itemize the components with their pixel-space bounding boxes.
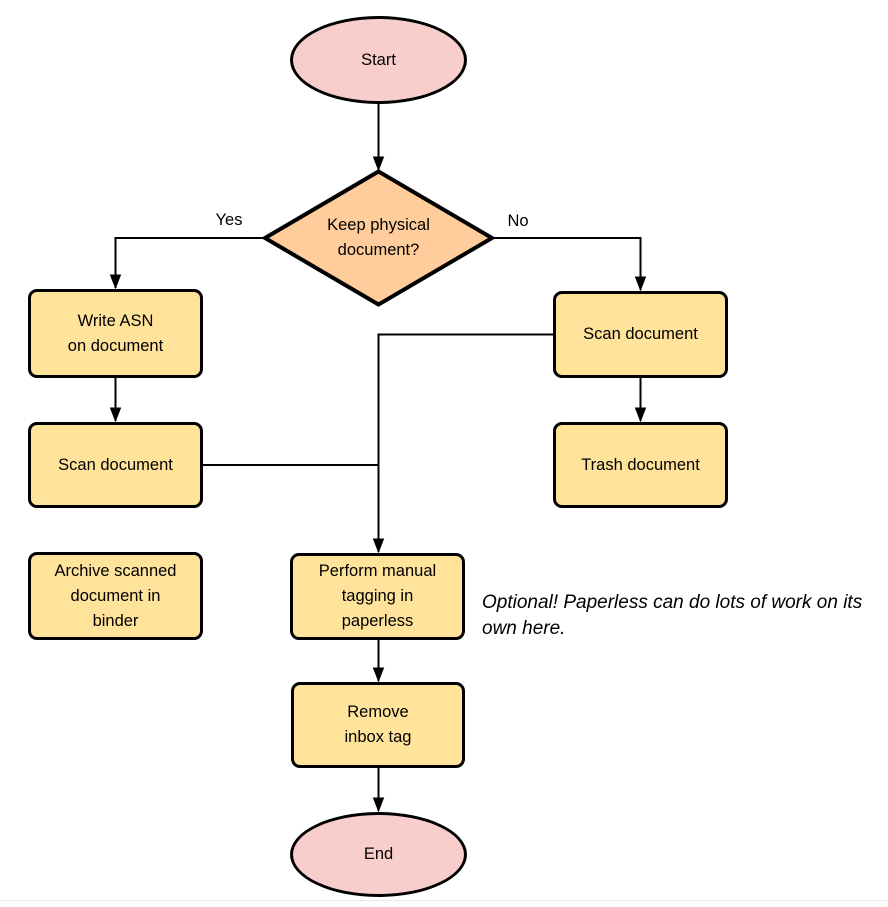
below-page-edge-area (0, 901, 888, 907)
node-trash: Trash document (553, 422, 728, 508)
edge-scan-right-to-perform (372, 333, 553, 554)
node-label-end: End (363, 845, 394, 863)
node-scan-left: Scan document (28, 422, 203, 508)
node-scan-right: Scan document (553, 291, 728, 378)
node-label-write-asn: Write ASN on document (67, 311, 164, 355)
node-label-scan-left: Scan document (58, 455, 173, 474)
node-label-perform: Perform manual tagging in paperless (318, 562, 437, 630)
annotation-note: Optional! Paperless can do lots of work … (482, 592, 863, 639)
node-shape-decision (261, 169, 496, 307)
node-label-remove: Remove inbox tag (344, 703, 412, 746)
edge-decision-to-write-asn (109, 237, 265, 290)
node-label-decision: Keep physical document? (327, 216, 430, 259)
node-label-trash: Trash document (581, 455, 700, 474)
edge-label-yes: Yes (215, 211, 243, 229)
node-archive: Archive scanned document in binder (28, 552, 203, 640)
node-decision: Keep physical document? (265, 172, 492, 305)
edge-decision-to-scan-right (492, 237, 647, 292)
node-label-archive: Archive scanned document in binder (54, 561, 177, 630)
node-perform: Perform manual tagging in paperless (290, 553, 465, 640)
edge-label-no: No (507, 212, 529, 230)
node-label-start: Start (361, 50, 396, 69)
node-end: End (290, 812, 467, 897)
page-edge-line (0, 900, 888, 901)
node-remove: Remove inbox tag (291, 682, 465, 768)
node-write-asn: Write ASN on document (28, 289, 203, 378)
node-label-scan-right: Scan document (583, 325, 698, 343)
node-start: Start (290, 16, 467, 104)
